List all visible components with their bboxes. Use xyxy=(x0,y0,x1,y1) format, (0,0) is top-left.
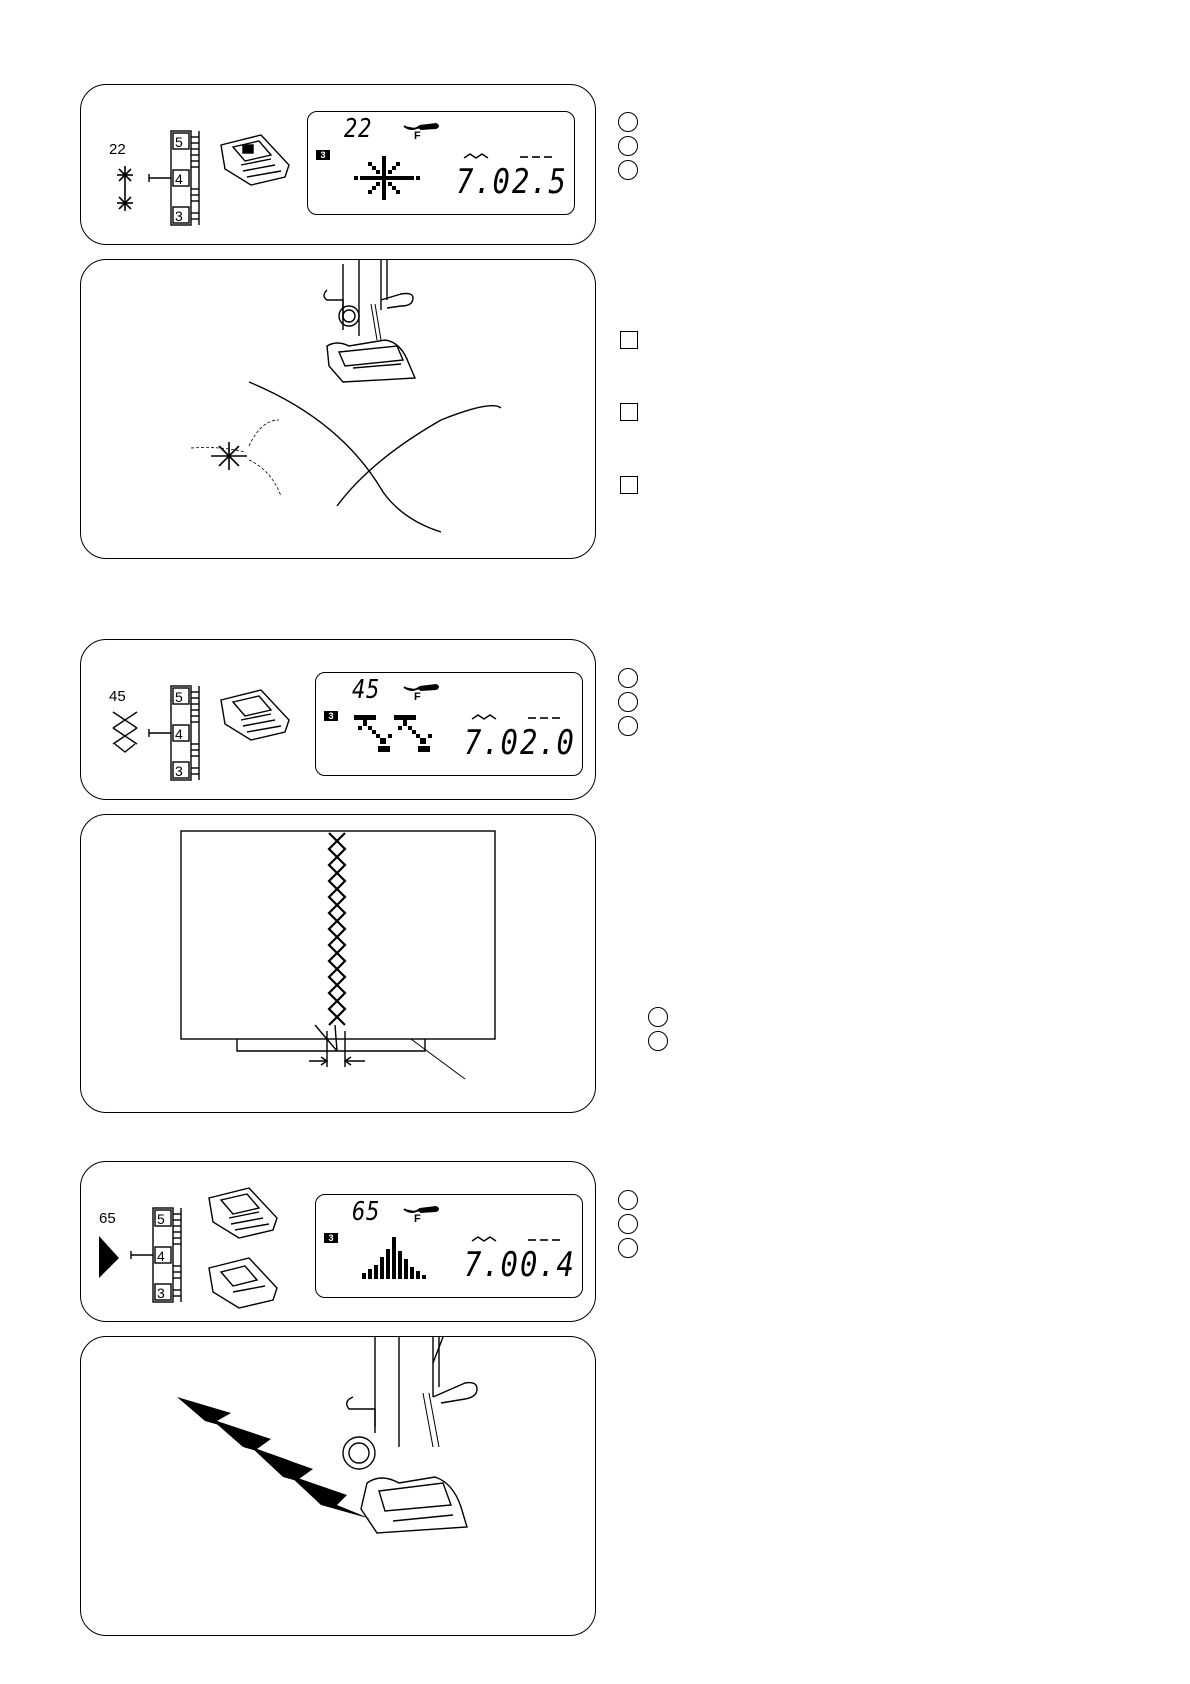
presser-foot-icon xyxy=(208,1187,278,1239)
step-checkbox-2 xyxy=(620,403,638,421)
fabric-star-illustration xyxy=(190,260,502,533)
stitch-preview-icon xyxy=(354,156,420,200)
illustration-panel-1 xyxy=(80,259,596,559)
lcd-pattern-number: 22 xyxy=(344,114,373,144)
length-indicator-icon xyxy=(528,717,560,719)
lcd-length-value: 0.4 xyxy=(520,1245,575,1285)
tension-dial-icon: 5 4 3 xyxy=(148,685,200,781)
satin-triangle-stitch-icon xyxy=(99,1236,119,1278)
pattern-number-3: 65 xyxy=(99,1210,116,1227)
satin-edge-illustration xyxy=(177,1336,478,1534)
length-indicator-icon xyxy=(520,156,552,158)
mode-badge-number: 3 xyxy=(320,150,326,160)
thread-cutter-icon xyxy=(403,683,439,691)
dial-label-4: 4 xyxy=(175,171,183,187)
lcd-width-value: 7.0 xyxy=(464,723,519,763)
pattern-number-2: 45 xyxy=(109,688,126,705)
satin-foot-icon xyxy=(208,1257,278,1309)
callout-circle-3a xyxy=(618,1190,638,1210)
illustration-panel-3 xyxy=(80,1336,596,1636)
lcd-pattern-number: 45 xyxy=(352,675,381,705)
callout-circle-3b xyxy=(618,1214,638,1234)
presser-foot-icon xyxy=(220,134,290,186)
length-indicator-icon xyxy=(528,1239,560,1241)
lcd-width-value: 7.0 xyxy=(456,162,511,202)
foot-letter: F xyxy=(414,1213,421,1225)
callout-circle-1a xyxy=(618,112,638,132)
step-checkbox-1 xyxy=(620,331,638,349)
stitch-preview-icon xyxy=(362,1237,426,1279)
thread-cutter-icon xyxy=(403,122,439,130)
seam-crossstitch-illustration xyxy=(180,830,496,1080)
star-stitch-icon xyxy=(117,166,133,211)
tension-dial-icon: 5 4 3 xyxy=(130,1207,182,1303)
cross-stitch-icon xyxy=(112,711,138,753)
settings-panel-3: 65 5 4 3 65 xyxy=(80,1161,596,1322)
tension-dial-icon: 5 4 3 xyxy=(148,130,200,226)
callout-circle-3c xyxy=(618,1238,638,1258)
mode-badge-number: 3 xyxy=(328,711,334,721)
dial-label-3: 3 xyxy=(175,208,183,224)
mode-badge: 3 xyxy=(324,1233,338,1243)
dial-label-4: 4 xyxy=(175,726,183,742)
mode-badge-number: 3 xyxy=(328,1233,334,1243)
callout-circle-2e xyxy=(648,1031,668,1051)
foot-letter: F xyxy=(414,130,421,142)
width-indicator-icon xyxy=(471,1236,497,1242)
mode-badge: 3 xyxy=(324,711,338,721)
callout-circle-2b xyxy=(618,692,638,712)
step-checkbox-3 xyxy=(620,476,638,494)
settings-panel-1: 22 5 4 3 22 xyxy=(80,84,596,245)
dial-label-5: 5 xyxy=(157,1211,165,1227)
pattern-number-1: 22 xyxy=(109,141,126,158)
callout-circle-2c xyxy=(618,716,638,736)
callout-circle-1c xyxy=(618,160,638,180)
lcd-length-value: 2.5 xyxy=(512,162,567,202)
settings-panel-2: 45 5 4 3 45 F 3 xyxy=(80,639,596,800)
presser-foot-icon xyxy=(220,689,290,741)
thread-cutter-icon xyxy=(403,1205,439,1213)
callout-circle-2d xyxy=(648,1007,668,1027)
callout-circle-2a xyxy=(618,668,638,688)
mode-badge: 3 xyxy=(316,150,330,160)
width-indicator-icon xyxy=(463,153,489,159)
illustration-panel-2 xyxy=(80,814,596,1113)
dial-label-5: 5 xyxy=(175,134,183,150)
lcd-display-2: 45 F 3 7.0 2.0 xyxy=(315,672,583,776)
width-indicator-icon xyxy=(471,714,497,720)
stitch-preview-icon xyxy=(354,715,432,752)
dial-label-3: 3 xyxy=(157,1285,165,1301)
foot-letter: F xyxy=(414,691,421,703)
dial-label-5: 5 xyxy=(175,689,183,705)
dial-label-3: 3 xyxy=(175,763,183,779)
lcd-display-3: 65 F 3 7.0 0.4 xyxy=(315,1194,583,1298)
lcd-display-1: 22 F 3 7.0 2.5 xyxy=(307,111,575,215)
lcd-length-value: 2.0 xyxy=(520,723,575,763)
lcd-pattern-number: 65 xyxy=(352,1197,381,1227)
lcd-width-value: 7.0 xyxy=(464,1245,519,1285)
dial-label-4: 4 xyxy=(157,1248,165,1264)
callout-circle-1b xyxy=(618,136,638,156)
